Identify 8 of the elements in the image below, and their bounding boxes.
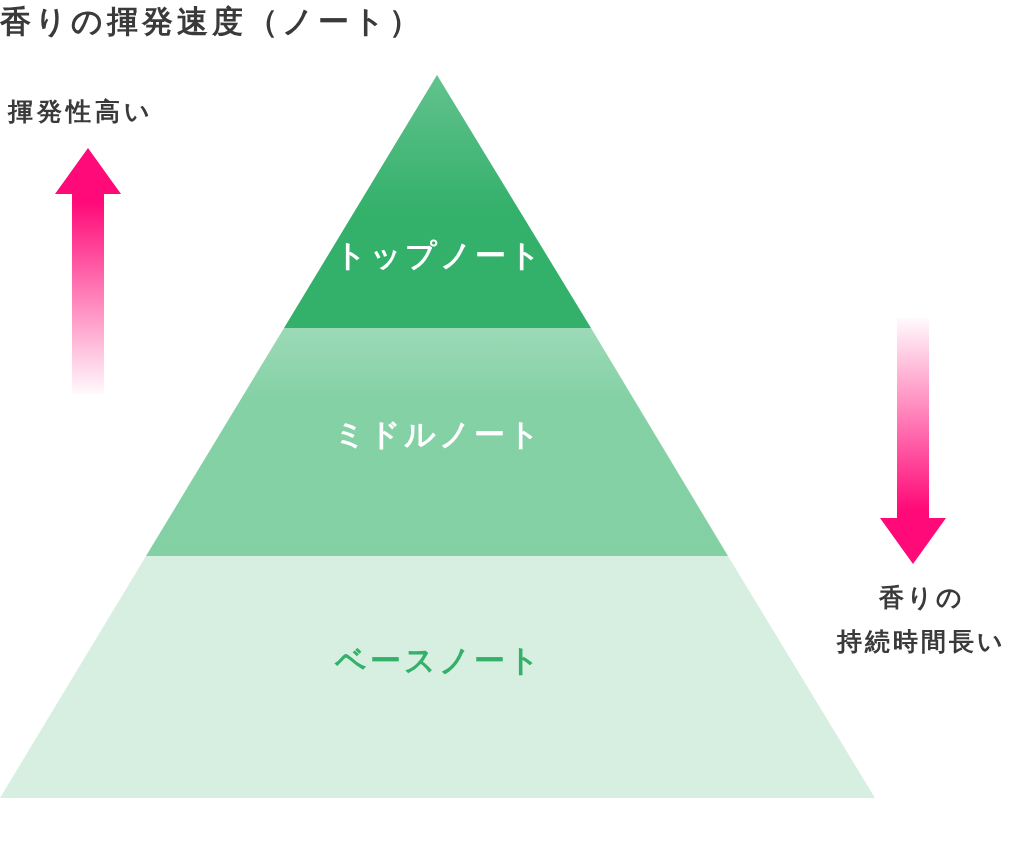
tier-label: ミドルノート xyxy=(333,415,543,454)
pyramid-middle-band xyxy=(146,328,728,556)
pyramid-top-triangle xyxy=(284,75,591,328)
tier-label: ベースノート xyxy=(333,641,543,680)
arrow-caption: 揮発性高い xyxy=(8,96,154,128)
arrow-caption: 香りの持続時間長い xyxy=(835,582,1007,658)
tier-label: トップノート xyxy=(333,236,544,275)
diagram-title: 香りの揮発速度（ノート） xyxy=(0,2,424,41)
